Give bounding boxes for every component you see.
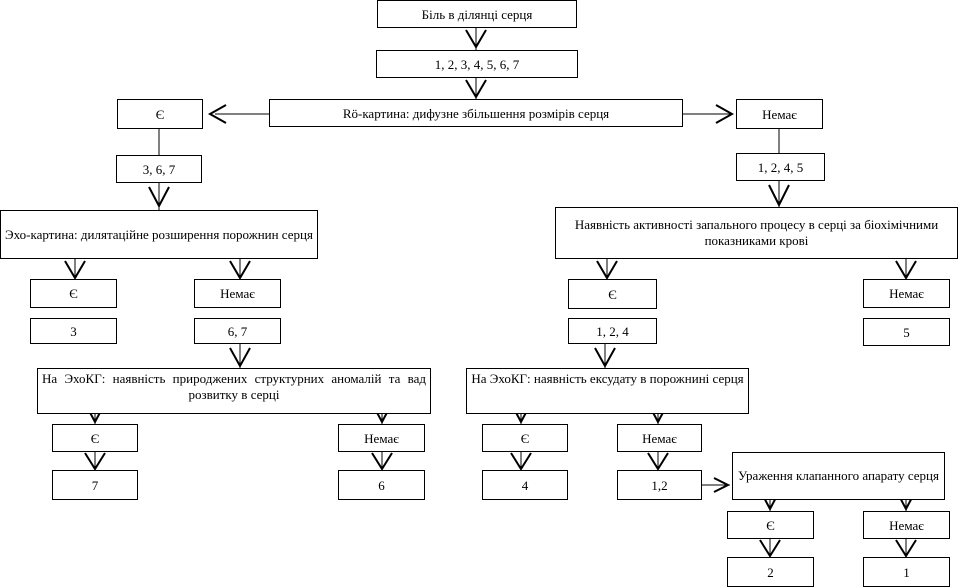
node-infl-yes: Є [568,279,657,309]
node-exud-yes-value: 4 [482,470,568,500]
node-anom-yes-value: 7 [52,470,138,500]
node-exud-no: Немає [617,424,702,452]
node-anomalies: На ЭхоКГ: наявність природжених структур… [37,368,431,414]
node-list-all: 1, 2, 3, 4, 5, 6, 7 [376,50,578,78]
node-anom-no-value: 6 [338,470,425,500]
node-echo-no-value: 6, 7 [194,318,281,344]
node-infl-yes-value: 1, 2, 4 [568,318,657,344]
node-valve-no: Немає [863,511,950,539]
node-inflammation: Наявність активності запального процесу … [555,207,958,259]
node-exudate: На ЭхоКГ: наявність ексудату в порожнині… [466,368,749,414]
node-left-list: 3, 6, 7 [116,155,202,183]
node-echo-yes-value: 3 [30,318,117,344]
node-valve-text: Ураження клапанного апарату серця [737,468,939,483]
node-ro: Rö-картина: дифузне збільшення розмірів … [269,99,683,127]
node-echo-no: Немає [194,279,281,308]
node-echo-yes: Є [30,279,117,308]
node-valve: Ураження клапанного апарату серця [732,452,945,500]
node-infl-no: Немає [863,279,950,308]
node-ro-no: Немає [736,99,823,129]
node-exud-yes: Є [482,424,568,452]
node-ro-yes: Є [117,99,203,129]
node-exud-no-value: 1,2 [617,470,702,500]
node-anom-yes: Є [52,424,138,452]
node-echo-text: Эхо-картина: дилятаційне розширення поро… [5,226,313,242]
node-valve-no-value: 1 [863,557,950,587]
node-inflammation-text: Наявність активності запального процесу … [574,217,939,248]
node-root: Біль в ділянці серця [377,0,577,28]
node-valve-yes-value: 2 [727,557,814,587]
node-echo: Эхо-картина: дилятаційне розширення поро… [0,210,318,259]
node-valve-yes: Є [727,511,814,539]
node-anom-no: Немає [338,424,425,452]
node-right-list: 1, 2, 4, 5 [736,153,825,181]
node-infl-no-value: 5 [863,318,950,346]
